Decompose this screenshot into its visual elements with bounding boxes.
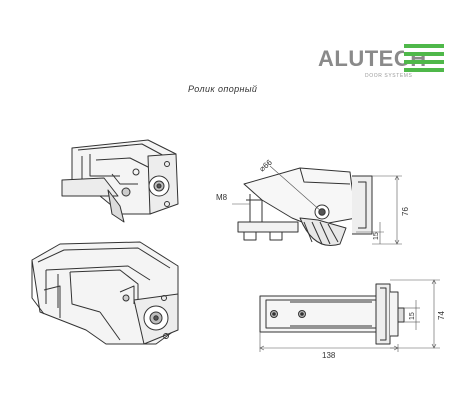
side-height-label: 76	[401, 207, 410, 216]
thread-label: M8	[216, 193, 228, 202]
roller-iso-view-extended	[31, 241, 179, 345]
top-height-label: 74	[437, 311, 446, 320]
side-axle-label: 15	[373, 232, 380, 240]
brand-stripes-icon	[404, 44, 444, 72]
roller-side-view	[232, 165, 402, 246]
diameter-label: ⌀66	[258, 157, 275, 173]
top-length-label: 138	[322, 351, 336, 360]
brand-tagline: DOOR SYSTEMS	[365, 73, 413, 79]
roller-top-view	[259, 279, 440, 352]
top-axle-label: 15	[409, 312, 416, 320]
brand-name: ALUTECH	[318, 46, 427, 71]
roller-iso-view-compact	[61, 139, 179, 223]
drawing-title: Ролик опорный	[188, 84, 258, 94]
